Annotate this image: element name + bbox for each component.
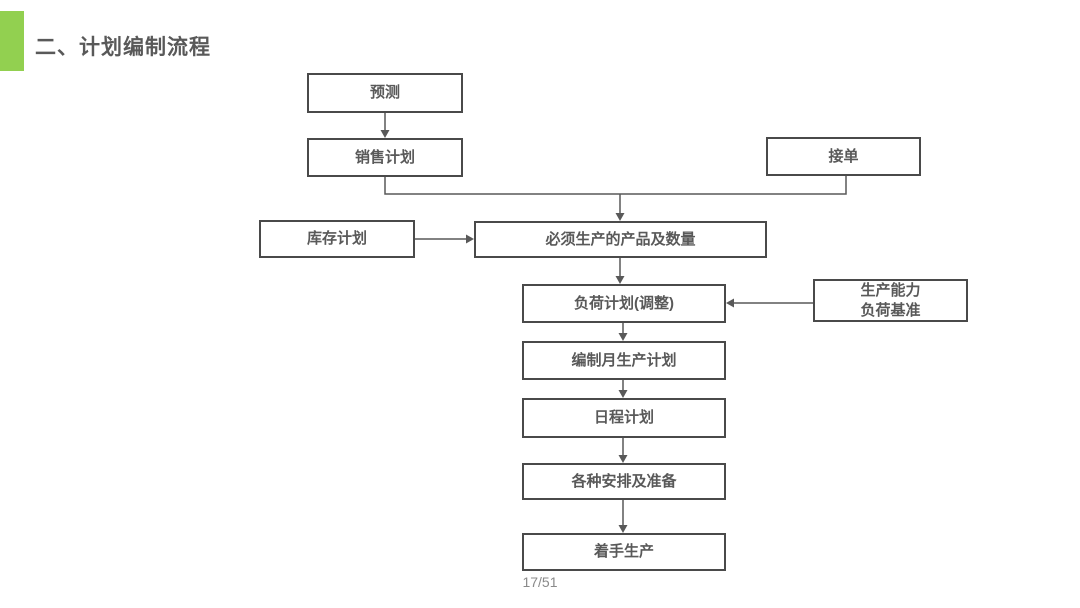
node-label-line2: 负荷基准 (860, 301, 921, 319)
node-arrangements: 各种安排及准备 (522, 463, 726, 500)
node-start-production: 着手生产 (522, 533, 726, 571)
node-load-plan: 负荷计划(调整) (522, 284, 726, 323)
node-schedule-plan: 日程计划 (522, 398, 726, 438)
node-label: 销售计划 (354, 148, 415, 166)
page-title: 二、计划编制流程 (35, 36, 211, 59)
node-label: 各种安排及准备 (571, 472, 677, 490)
node-label: 日程计划 (593, 409, 654, 427)
node-required-products: 必须生产的产品及数量 (474, 221, 767, 258)
connector-schedule-to-arrangements (618, 438, 628, 463)
node-capacity-baseline: 生产能力 负荷基准 (813, 279, 968, 322)
connector-forecast-to-sales (380, 113, 390, 138)
node-label: 负荷计划(调整) (574, 294, 674, 312)
node-label: 着手生产 (593, 543, 654, 561)
connector-arrangements-to-start (618, 500, 628, 533)
node-inventory-plan: 库存计划 (259, 220, 415, 258)
connector-inventory-to-required (415, 234, 474, 244)
connector-capacity-to-load (726, 298, 813, 308)
node-label: 接单 (828, 147, 859, 165)
node-label: 必须生产的产品及数量 (545, 230, 696, 248)
connector-required-to-load (615, 258, 625, 284)
connector-load-to-monthly (618, 323, 628, 341)
connector-merge-bus (384, 176, 847, 195)
node-label: 编制月生产计划 (571, 351, 677, 369)
node-order-receiving: 接单 (766, 137, 921, 176)
node-monthly-plan: 编制月生产计划 (522, 341, 726, 380)
connector-monthly-to-schedule (618, 380, 628, 398)
node-label: 预测 (369, 84, 400, 102)
connector-bus-to-required (615, 194, 625, 221)
node-label-line1: 生产能力 (860, 282, 921, 299)
page-number: 17/51 (522, 574, 558, 590)
node-sales-plan: 销售计划 (307, 138, 463, 177)
node-forecast: 预测 (307, 73, 463, 113)
node-label: 库存计划 (306, 230, 367, 248)
title-accent-bar (0, 11, 24, 71)
